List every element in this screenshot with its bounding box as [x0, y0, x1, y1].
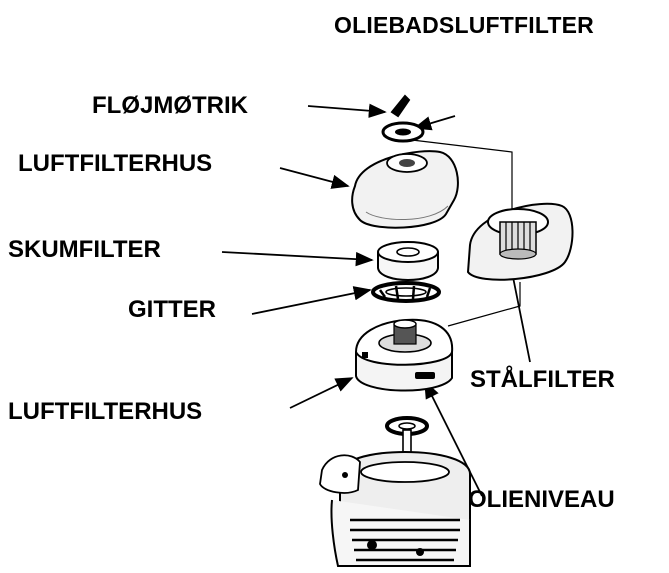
steel-filter-icon: [468, 204, 573, 280]
leader-filter-housing-bottom: [290, 378, 352, 408]
washer-icon: [383, 123, 423, 141]
engine-base-icon: [320, 452, 470, 566]
wing-nut-icon: [392, 96, 409, 116]
leader-grid: [252, 290, 370, 314]
foam-filter-icon: [378, 242, 438, 280]
leader-filter-housing-top: [280, 168, 348, 186]
leader-wing-nut: [308, 106, 385, 112]
filter-housing-top-icon: [352, 151, 458, 228]
filter-housing-bottom-icon: [356, 320, 452, 391]
grid-icon: [373, 283, 439, 301]
leader-foam-filter: [222, 252, 372, 260]
